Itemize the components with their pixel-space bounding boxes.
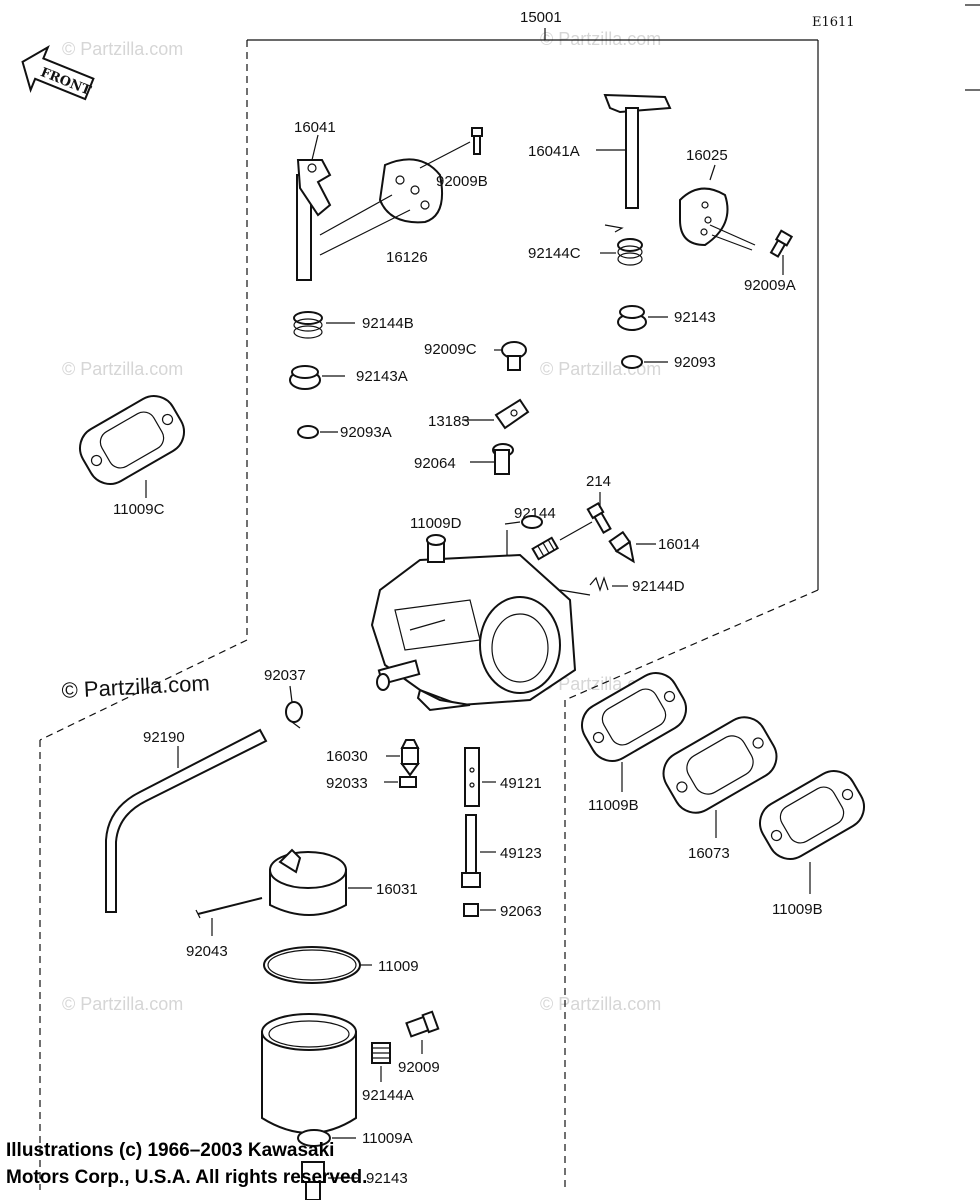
label-92063: 92063 — [500, 903, 542, 920]
label-92037: 92037 — [264, 667, 306, 684]
drain-screw-icon — [301, 1161, 325, 1200]
label-92143: 92143 — [366, 1170, 408, 1187]
copyright-line-2: Motors Corp., U.S.A. All rights reserved… — [6, 1167, 368, 1188]
emulsion-tube-icon — [464, 747, 480, 807]
label-92093: 92093 — [674, 354, 716, 371]
needle-valve-icon — [400, 739, 420, 777]
label-92009B: 92009B — [436, 173, 488, 190]
screw-icon — [492, 443, 514, 475]
label-92144B: 92144B — [362, 315, 414, 332]
label-92009A: 92009A — [744, 277, 796, 294]
copyright-line-1: Illustrations (c) 1966–2003 Kawasaki — [6, 1140, 335, 1161]
label-92009C: 92009C — [424, 341, 477, 358]
clip-icon — [285, 701, 303, 729]
o-ring-icon — [521, 515, 543, 529]
label-16030: 16030 — [326, 748, 368, 765]
insulator-icon — [662, 716, 778, 814]
washer-icon — [297, 1129, 331, 1147]
screw-icon — [586, 501, 612, 534]
choke-shaft-icon — [296, 159, 332, 281]
seal-icon — [617, 305, 647, 331]
label-16031: 16031 — [376, 881, 418, 898]
label-16041A: 16041A — [528, 143, 580, 160]
spring-icon — [589, 576, 609, 592]
diagram-code: E1611 — [812, 15, 855, 30]
label-16126: 16126 — [386, 249, 428, 266]
screw-icon — [769, 229, 794, 258]
label-11009A: 11009A — [362, 1130, 413, 1147]
seal-icon — [289, 365, 321, 390]
label-92043: 92043 — [186, 943, 228, 960]
watermark: © Partzilla.com — [62, 39, 183, 59]
nut-icon — [463, 903, 479, 917]
spring-icon — [371, 1042, 391, 1064]
label-92009: 92009 — [398, 1059, 440, 1076]
gasket-icon — [581, 672, 687, 762]
needle-icon — [608, 530, 635, 564]
spring-icon — [531, 536, 560, 561]
label-11009B: 11009B — [772, 901, 823, 918]
gasket-icon — [759, 770, 865, 860]
float-icon — [269, 848, 347, 916]
label-92143A: 92143A — [356, 368, 408, 385]
label-15001: 15001 — [520, 9, 562, 26]
label-92033: 92033 — [326, 775, 368, 792]
label-11009: 11009 — [378, 958, 419, 975]
label-92144A: 92144A — [362, 1087, 414, 1104]
carburetor-body-icon — [370, 534, 577, 712]
label-49121: 49121 — [500, 775, 542, 792]
label-16014: 16014 — [658, 536, 700, 553]
label-11009C: 11009C — [113, 501, 165, 518]
assembly-frame — [39, 28, 819, 1190]
label-92143: 92143 — [674, 309, 716, 326]
screw-icon — [471, 127, 483, 155]
watermark: © Partzilla.com — [540, 359, 661, 379]
washer-icon — [297, 425, 319, 439]
label-214: 214 — [586, 473, 611, 490]
screw-icon — [405, 1010, 440, 1038]
watermark-main: © Partzilla.com — [61, 670, 210, 703]
watermark: © Partzilla.com — [62, 994, 183, 1014]
label-11009B: 11009B — [588, 797, 639, 814]
o-ring-icon — [263, 946, 361, 984]
label-92144D: 92144D — [632, 578, 685, 595]
washer-icon — [621, 355, 643, 369]
label-11009D: 11009D — [410, 515, 462, 532]
float-bowl-icon — [261, 1013, 357, 1134]
clip-icon — [399, 776, 417, 788]
throttle-plate-icon — [679, 187, 729, 247]
gasket-icon — [79, 395, 185, 485]
choke-plate-icon — [378, 158, 444, 224]
pin-icon — [195, 897, 263, 919]
spring-icon — [293, 311, 323, 339]
label-92093A: 92093A — [340, 424, 392, 441]
watermark: © Partzilla.com — [540, 994, 661, 1014]
bracket-icon — [494, 398, 530, 430]
label-92064: 92064 — [414, 455, 456, 472]
label-16073: 16073 — [688, 845, 730, 862]
label-92144C: 92144C — [528, 245, 581, 262]
label-16025: 16025 — [686, 147, 728, 164]
label-92190: 92190 — [143, 729, 185, 746]
label-49123: 49123 — [500, 845, 542, 862]
screw-icon — [501, 341, 527, 371]
throttle-shaft-icon — [603, 93, 672, 209]
spring-icon — [604, 224, 643, 266]
fuel-tube-icon — [105, 728, 268, 913]
pilot-jet-icon — [461, 814, 481, 888]
watermark: © Partzilla.com — [540, 29, 661, 49]
watermark: © Partzilla.com — [62, 359, 183, 379]
label-13183: 13183 — [428, 413, 470, 430]
label-16041: 16041 — [294, 119, 336, 136]
